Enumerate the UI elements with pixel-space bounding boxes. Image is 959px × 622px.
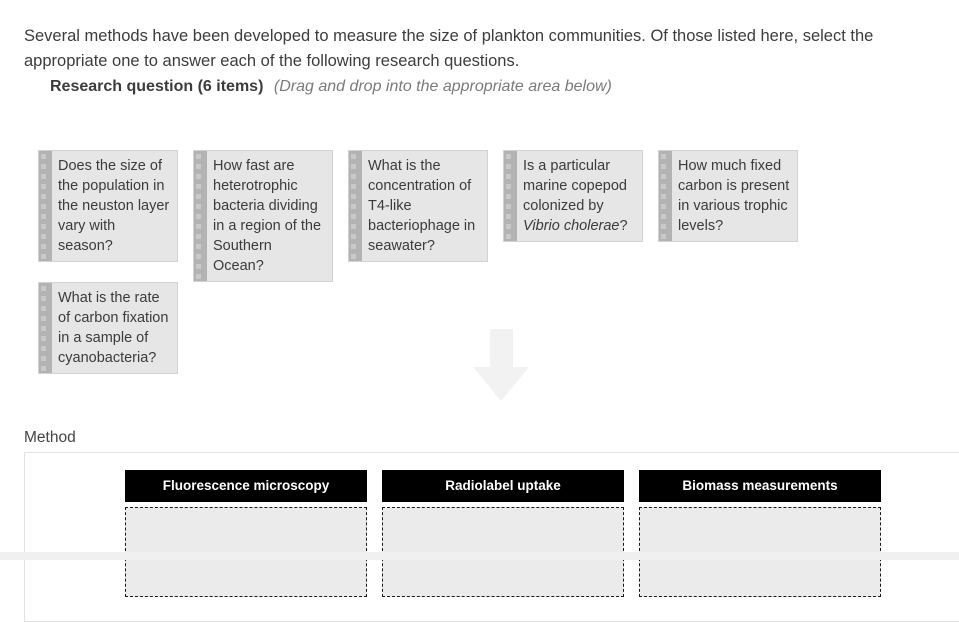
down-arrow-stem	[490, 329, 513, 367]
method-column-header: Biomass measurements	[639, 470, 881, 502]
method-panel: Fluorescence microscopy Radiolabel uptak…	[24, 452, 959, 622]
drag-handle-icon[interactable]	[504, 151, 517, 241]
question-card[interactable]: Is a particular marine copepod colonized…	[503, 150, 643, 242]
question-card-text: What is the concentration of T4-like bac…	[368, 158, 476, 254]
question-card-text: How fast are heterotrophic bacteria divi…	[213, 158, 322, 274]
method-column-fluorescence-microscopy: Fluorescence microscopy	[125, 470, 367, 597]
down-arrow-icon	[473, 329, 530, 401]
horizontal-scrollbar[interactable]	[0, 552, 959, 560]
question-card[interactable]: Does the size of the population in the n…	[38, 150, 178, 262]
method-columns: Fluorescence microscopy Radiolabel uptak…	[125, 470, 896, 597]
question-card[interactable]: What is the rate of carbon fixation in a…	[38, 282, 178, 374]
drag-handle-icon[interactable]	[194, 151, 207, 281]
question-card[interactable]: How fast are heterotrophic bacteria divi…	[193, 150, 333, 282]
drag-handle-icon[interactable]	[39, 151, 52, 261]
research-question-heading: Research question (6 items)	[50, 78, 264, 95]
down-arrow-head	[473, 367, 529, 401]
question-card-text: How much fixed carbon is present in vari…	[678, 158, 790, 234]
question-prompt-line2: appropriate one to answer each of the fo…	[24, 52, 520, 70]
question-card-text: Does the size of the population in the n…	[58, 158, 170, 254]
method-column-biomass-measurements: Biomass measurements	[639, 470, 881, 597]
method-column-radiolabel-uptake: Radiolabel uptake	[382, 470, 624, 597]
question-card[interactable]: What is the concentration of T4-like bac…	[348, 150, 488, 262]
method-column-header: Fluorescence microscopy	[125, 470, 367, 502]
research-question-list: Does the size of the population in the n…	[38, 150, 959, 374]
method-label: Method	[24, 429, 76, 446]
question-prompt-line1: Several methods have been developed to m…	[24, 27, 874, 45]
method-column-header: Radiolabel uptake	[382, 470, 624, 502]
question-card-text: Is a particular marine copepod colonized…	[523, 158, 628, 234]
drag-drop-exercise: Several methods have been developed to m…	[0, 24, 959, 622]
question-card[interactable]: How much fixed carbon is present in vari…	[658, 150, 798, 242]
drag-drop-hint: (Drag and drop into the appropriate area…	[273, 78, 612, 95]
question-card-text: What is the rate of carbon fixation in a…	[58, 290, 169, 366]
drag-handle-icon[interactable]	[39, 283, 52, 373]
question-prompt: Several methods have been developed to m…	[24, 24, 873, 74]
drag-handle-icon[interactable]	[659, 151, 672, 241]
drag-handle-icon[interactable]	[349, 151, 362, 261]
research-question-header: Research question (6 items) (Drag and dr…	[50, 76, 612, 98]
